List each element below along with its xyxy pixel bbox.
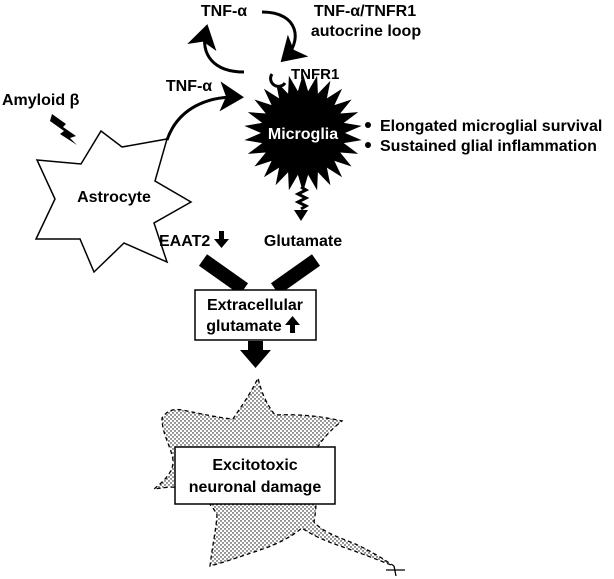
down-arrow-icon — [214, 231, 229, 248]
wavy-arrow-head — [294, 210, 308, 221]
lightning-bolt-icon — [50, 114, 77, 145]
excitotoxic-label-line2: neuronal damage — [189, 479, 322, 496]
excitotoxic-damage-box — [174, 446, 336, 505]
extracellular-label-line1: Extracellular — [207, 297, 303, 314]
eaat2-label: EAAT2 — [159, 233, 210, 250]
excitotoxic-label-line1: Excitotoxic — [212, 457, 297, 474]
microglia-label: Microglia — [268, 126, 338, 143]
astrocyte-cell — [34, 129, 193, 274]
autocrine-loop-label-line1: TNF-α/TNFR1 — [314, 3, 416, 20]
autocrine-loop-up-arrow — [187, 24, 245, 74]
amyloid-beta-label: Amyloid β — [2, 92, 80, 109]
autocrine-loop-label-line2: autocrine loop — [311, 23, 421, 40]
bullet-icon — [365, 122, 371, 128]
tnfr1-label: TNFR1 — [291, 66, 339, 83]
wavy-arrow-icon — [294, 185, 310, 211]
block-arrow-down — [240, 341, 271, 368]
bullet-icon — [365, 142, 371, 148]
extracellular-glutamate-box — [194, 289, 317, 341]
tnf-left-label: TNF-α — [166, 78, 212, 95]
microglia-cell — [244, 74, 362, 192]
glutamate-to-extracellular-bar — [270, 254, 321, 295]
autocrine-loop-down-arrow — [261, 10, 309, 63]
receptor-icon — [269, 73, 287, 88]
up-arrow-icon — [285, 316, 300, 333]
glutamate-label: Glutamate — [264, 233, 342, 250]
effect-item: Sustained glial inflammation — [380, 138, 597, 155]
axon-terminal-stem — [393, 565, 397, 577]
astrocyte-to-microglia-arrow — [165, 81, 244, 141]
astrocyte-label: Astrocyte — [77, 189, 151, 206]
effects-list: Elongated microglial survival Sustained … — [365, 118, 602, 155]
eaat2-to-glutamate-bar — [198, 254, 249, 295]
extracellular-label-line2: glutamate — [206, 318, 282, 335]
effect-item: Elongated microglial survival — [380, 118, 602, 135]
tnf-top-label: TNF-α — [201, 3, 247, 20]
